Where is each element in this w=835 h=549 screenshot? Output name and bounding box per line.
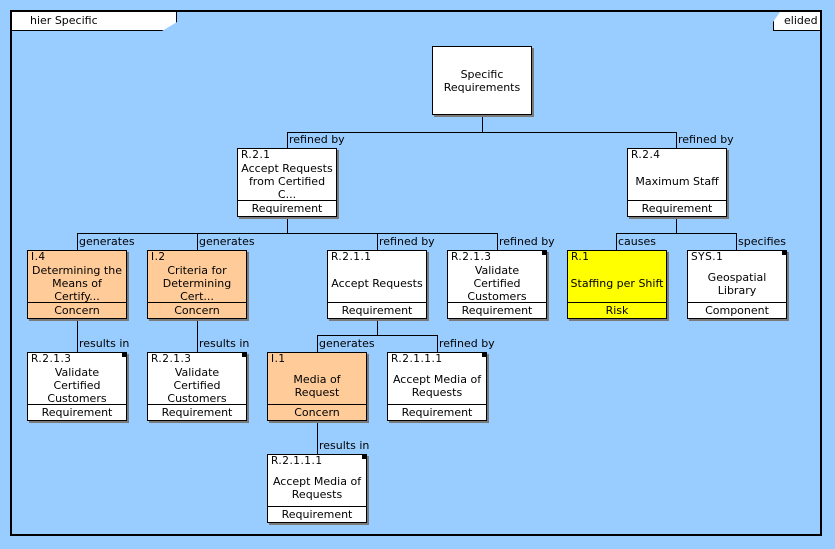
edge-label: refined by [499,235,555,248]
edge-label: refined by [289,133,345,146]
node-r213a[interactable]: R.2.1.3 Validate Certified Customers Req… [447,250,547,319]
node-name: Accept Media of Requests [272,474,362,501]
node-name: Accept Requests from Certified C... [241,162,333,201]
edge-label: generates [199,235,255,248]
elided-marker [482,353,486,357]
edge-label: specifies [738,235,787,248]
edge-label: results in [79,337,130,350]
node-type: Concern [148,302,246,318]
edge-label: generates [79,235,135,248]
elided-marker [242,353,246,357]
edge-label: causes [618,235,656,248]
connector-r21 [77,217,498,250]
node-id: R.2.1.1.1 [271,455,323,467]
node-name: Validate Certified Customers [467,264,527,303]
node-id: I.4 [31,251,46,263]
elided-marker [122,353,126,357]
node-name: Criteria for Determining Cert... [162,264,232,303]
node-type: Requirement [268,506,366,522]
elided-marker [542,251,546,255]
node-name: Validate Certified Customers [47,366,107,405]
node-r21[interactable]: R.2.1 Accept Requests from Certified C..… [237,148,337,217]
node-type: Concern [28,302,126,318]
node-id: R.2.1 [241,149,271,161]
elided-marker [362,455,366,459]
node-id: R.2.1.3 [31,353,72,365]
node-id: R.1 [571,251,590,263]
node-type: Risk [568,302,666,318]
node-id: I.2 [151,251,166,263]
node-r24[interactable]: R.2.4 Maximum Staff Requirement [627,148,727,217]
node-type: Requirement [628,200,726,216]
connector-r24 [616,217,737,250]
edge-label: refined by [678,133,734,146]
edge-label: generates [319,337,375,350]
node-id: R.2.1.3 [451,251,492,263]
node-id: R.2.4 [631,149,661,161]
elided-indicator-tab[interactable]: elided [773,11,821,31]
node-r213b[interactable]: R.2.1.3 Validate Certified Customers Req… [27,352,127,421]
node-name: Specific Requirements [443,67,521,94]
node-type: Component [688,302,786,318]
node-name: Maximum Staff [635,175,719,188]
diagram-title-tab: hier Specific Requirements [11,11,177,31]
node-r2111b[interactable]: R.2.1.1.1 Accept Media of Requests Requi… [267,454,367,523]
node-sys1[interactable]: SYS.1 Geospatial Library Component [687,250,787,319]
node-r213c[interactable]: R.2.1.3 Validate Certified Customers Req… [147,352,247,421]
node-type: Requirement [388,404,486,420]
node-name: Accept Requests [331,277,423,290]
edge-label: refined by [439,337,495,350]
node-id: I.1 [271,353,286,365]
node-name: Staffing per Shift [570,277,664,290]
node-i11[interactable]: I.1 Media of Request Concern [267,352,367,421]
node-id: SYS.1 [691,251,724,263]
node-id: R.2.1.1.1 [391,353,443,365]
node-type: Requirement [148,404,246,420]
node-name: Media of Request [293,372,341,399]
node-name: Validate Certified Customers [167,366,227,405]
node-id: R.2.1.3 [151,353,192,365]
node-r211[interactable]: R.2.1.1 Accept Requests Requirement [327,250,427,319]
node-r2111a[interactable]: R.2.1.1.1 Accept Media of Requests Requi… [387,352,487,421]
node-type: Requirement [28,404,126,420]
edge-label: results in [319,439,370,452]
node-type: Requirement [238,200,336,216]
diagram-frame [10,10,822,536]
node-name: Accept Media of Requests [392,372,482,399]
connector-r211 [317,319,438,352]
node-type: Requirement [328,302,426,318]
node-name: Determining the Means of Certify... [32,264,122,303]
node-id: R.2.1.1 [331,251,372,263]
node-i14[interactable]: I.4 Determining the Means of Certify... … [27,250,127,319]
root-node[interactable]: Specific Requirements [432,46,532,115]
node-name: Geospatial Library [707,270,767,297]
connector-root [287,115,677,148]
node-i12[interactable]: I.2 Criteria for Determining Cert... Con… [147,250,247,319]
node-r1[interactable]: R.1 Staffing per Shift Risk [567,250,667,319]
edge-label: results in [199,337,250,350]
node-type: Requirement [448,302,546,318]
node-type: Concern [268,404,366,420]
edge-label: refined by [379,235,435,248]
elided-marker [782,251,786,255]
